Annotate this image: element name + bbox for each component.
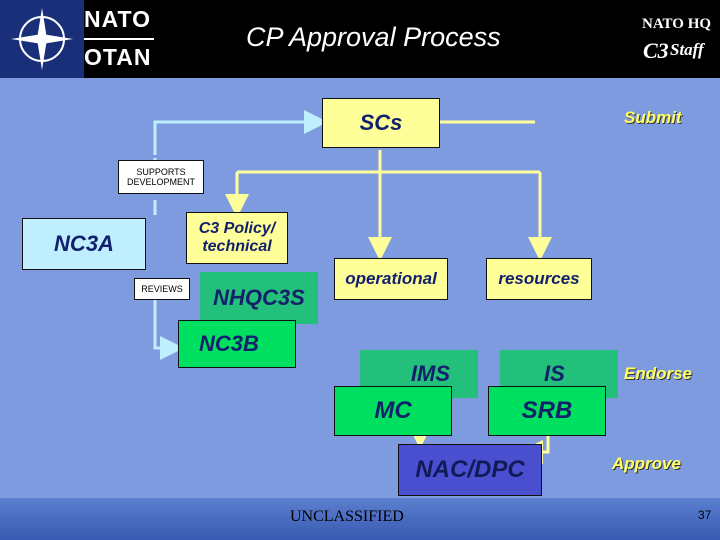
page-number: 37 xyxy=(698,508,712,522)
page-title: CP Approval Process xyxy=(246,22,501,52)
node-nc3b: NC3B xyxy=(178,320,296,368)
node-mc: MC xyxy=(334,386,452,436)
node-is-label: IS xyxy=(544,361,565,386)
supports-line2: DEVELOPMENT xyxy=(126,177,195,187)
nato-logo: NATO OTAN xyxy=(0,0,160,78)
node-nc3b-label: NC3B xyxy=(199,331,259,356)
node-operational: operational xyxy=(334,258,448,300)
node-nhqc3s-label: NHQC3S xyxy=(213,285,305,310)
hq-label: NATO HQ xyxy=(642,16,712,32)
node-nc3a: NC3A xyxy=(22,218,146,270)
classification-label: UNCLASSIFIED xyxy=(290,508,404,525)
node-nac-dpc-label: NAC/DPC xyxy=(415,456,525,483)
node-nc3a-label: NC3A xyxy=(54,231,114,256)
c3-policy-line2: technical xyxy=(202,238,272,255)
node-scs-label: SCs xyxy=(359,110,403,135)
reviews-label: REVIEWS xyxy=(134,278,190,300)
node-srb-label: SRB xyxy=(521,397,573,424)
node-scs: SCs xyxy=(322,98,440,148)
supports-development-label: SUPPORTS DEVELOPMENT xyxy=(118,160,204,194)
reviews-text: REVIEWS xyxy=(141,284,183,294)
connector-supports-to-scs xyxy=(153,110,328,155)
node-resources-label: resources xyxy=(498,269,580,288)
node-c3-policy: C3 Policy/ technical xyxy=(186,212,288,264)
footer-bar xyxy=(0,498,720,540)
node-nac-dpc: NAC/DPC xyxy=(398,444,542,496)
node-ims-label: IMS xyxy=(410,361,450,386)
node-srb: SRB xyxy=(488,386,606,436)
node-nhqc3s: NHQC3S xyxy=(200,272,318,324)
node-resources: resources xyxy=(486,258,592,300)
logo-otan-text: OTAN xyxy=(84,44,152,70)
node-operational-label: operational xyxy=(345,269,437,288)
c3-label: C3 xyxy=(643,38,669,63)
approve-label: Approve xyxy=(612,454,681,473)
header-bar: NATO OTAN CP Approval Process NATO HQ C3… xyxy=(0,0,720,78)
staff-label: Staff xyxy=(670,40,704,59)
c3-policy-line1: C3 Policy/ xyxy=(198,220,276,237)
submit-label: Submit xyxy=(624,108,682,127)
nato-compass-icon xyxy=(0,0,84,78)
logo-nato-text: NATO xyxy=(84,6,152,32)
supports-line1: SUPPORTS xyxy=(136,167,186,177)
connector-reviews-to-nc3b xyxy=(153,280,184,360)
endorse-label: Endorse xyxy=(624,364,693,383)
node-mc-label: MC xyxy=(374,397,412,424)
logo-divider xyxy=(84,38,154,40)
